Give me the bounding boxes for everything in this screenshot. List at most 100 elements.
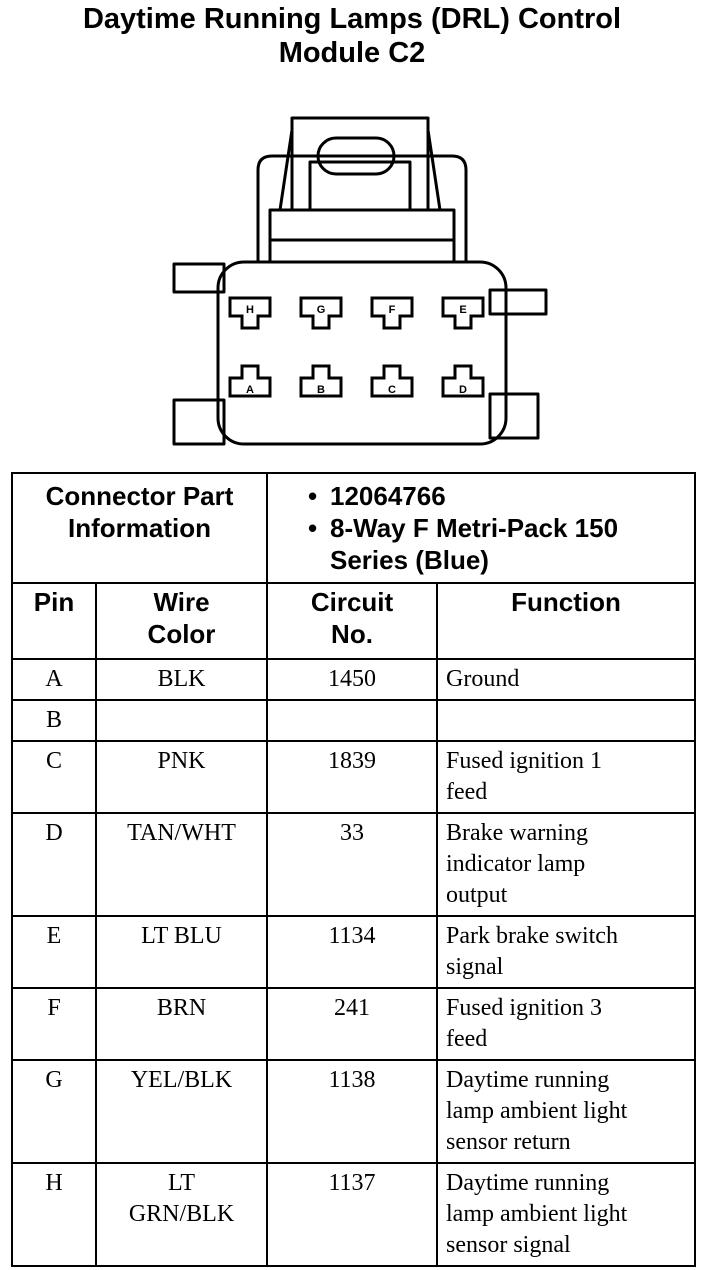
circuit-cell-line: 1138 xyxy=(328,1067,376,1093)
pin-cell-line: F xyxy=(47,995,61,1021)
circuit-cell: 1450 xyxy=(266,658,438,701)
pin-cavity-label: C xyxy=(388,384,396,396)
connector-body xyxy=(216,260,508,446)
pin-cavity-h: H xyxy=(228,296,272,330)
right-upper-rail xyxy=(488,288,548,316)
latch-arm xyxy=(290,116,430,210)
pin-cell: D xyxy=(11,812,97,917)
pin-cavity-label: B xyxy=(317,384,325,396)
table-row: F BRN 241 Fused ignition 3 feed xyxy=(11,987,697,1061)
header-circuit-line2: No. xyxy=(331,619,373,649)
connector-type-line2: Series (Blue) xyxy=(330,545,489,575)
left-lower-rail xyxy=(172,398,226,446)
bullet-icon: • xyxy=(308,481,318,511)
wire-color-cell-line: YEL/BLK xyxy=(130,1067,233,1093)
function-cell: Fused ignition 3 feed xyxy=(435,987,697,1061)
function-cell-line: signal xyxy=(446,954,504,980)
wire-color-cell-line: GRN/BLK xyxy=(128,1201,235,1227)
pin-cavity-f: F xyxy=(370,296,414,330)
pin-cell: F xyxy=(11,987,97,1061)
function-cell-line: Brake warning xyxy=(446,820,588,846)
part-info-label: Connector Part Information xyxy=(11,472,268,584)
circuit-cell-line: 33 xyxy=(340,820,364,846)
pin-cavity-a: A xyxy=(228,364,272,398)
function-cell-line: lamp ambient light xyxy=(446,1201,628,1227)
function-cell-line: Ground xyxy=(446,666,520,692)
circuit-cell: 241 xyxy=(266,987,438,1061)
pin-cavity-c: C xyxy=(370,364,414,398)
function-cell-line: feed xyxy=(446,1026,488,1052)
function-cell-line: Fused ignition 3 xyxy=(446,995,603,1021)
pin-cell-line: G xyxy=(45,1067,63,1093)
connector-type-line1: 8-Way F Metri-Pack 150 xyxy=(330,513,619,543)
pin-cell: H xyxy=(11,1162,97,1267)
bullet-icon: • xyxy=(308,513,318,543)
function-cell-line: output xyxy=(446,882,508,908)
circuit-cell-line: 241 xyxy=(334,995,370,1021)
circuit-cell-line: 1134 xyxy=(328,923,376,949)
table-row: D TAN/WHT 33 Brake warning indicator lamp out… xyxy=(11,812,697,917)
lock-housing xyxy=(256,154,468,262)
circuit-cell xyxy=(266,699,438,742)
header-pin: Pin xyxy=(11,582,97,660)
table-row: E LT BLU 1134 Park brake switch signal xyxy=(11,915,697,989)
function-cell: Brake warning indicator lamp output xyxy=(435,812,697,917)
circuit-cell: 1137 xyxy=(266,1162,438,1267)
pin-cell: G xyxy=(11,1059,97,1164)
info-row: Connector Part Information • 12064766 • … xyxy=(11,472,697,584)
wire-color-cell: YEL/BLK xyxy=(95,1059,268,1164)
header-wire-line1: Wire xyxy=(153,587,210,617)
pin-cavity-g: G xyxy=(299,296,343,330)
part-number-item: • 12064766 xyxy=(308,480,690,512)
latch-inner xyxy=(308,160,412,210)
pin-cell-line: C xyxy=(45,748,62,774)
function-cell: Fused ignition 1 feed xyxy=(435,740,697,814)
circuit-cell: 33 xyxy=(266,812,438,917)
pin-cell: E xyxy=(11,915,97,989)
wire-color-cell xyxy=(95,699,268,742)
header-circuit-line1: Circuit xyxy=(310,587,394,617)
pin-cell-line: D xyxy=(45,820,63,846)
wire-color-cell: PNK xyxy=(95,740,268,814)
function-cell-line: lamp ambient light xyxy=(446,1098,628,1124)
function-cell-line: Daytime running xyxy=(446,1170,610,1196)
pin-cell-line: H xyxy=(45,1170,63,1196)
function-cell-line: indicator lamp xyxy=(446,851,586,877)
wire-color-cell-line: TAN/WHT xyxy=(127,820,236,846)
function-cell: Park brake switch signal xyxy=(435,915,697,989)
wire-color-cell: LT BLU xyxy=(95,915,268,989)
function-cell-line: Park brake switch xyxy=(446,923,618,949)
wire-color-cell-line: LT BLU xyxy=(141,923,222,949)
pin-cavity-d: D xyxy=(441,364,485,398)
table-row: B xyxy=(11,699,697,742)
wire-color-cell-line: BRN xyxy=(156,995,207,1021)
pin-cavity-label: A xyxy=(246,384,254,396)
circuit-cell: 1839 xyxy=(266,740,438,814)
pin-cavity-label: D xyxy=(459,384,467,396)
function-cell-line: sensor signal xyxy=(446,1232,571,1258)
circuit-cell: 1134 xyxy=(266,915,438,989)
header-wire-color: Wire Color xyxy=(95,582,268,660)
circuit-cell: 1138 xyxy=(266,1059,438,1164)
latch-guides xyxy=(278,129,442,211)
diagram-title: Daytime Running Lamps (DRL) Control Modu… xyxy=(0,2,704,70)
column-header-row: Pin Wire Color Circuit No. Function xyxy=(11,582,697,660)
part-info-values: • 12064766 • 8-Way F Metri-Pack 150 Seri… xyxy=(265,472,697,584)
part-number: 12064766 xyxy=(330,481,446,511)
left-upper-rail xyxy=(172,262,226,294)
function-cell: Daytime running lamp ambient light sensor … xyxy=(435,1162,697,1267)
pin-cavity-label: F xyxy=(389,304,396,316)
right-lower-rail xyxy=(488,392,540,440)
pin-cavity-label: H xyxy=(246,304,254,316)
connector-type-item: • 8-Way F Metri-Pack 150 Series (Blue) xyxy=(308,512,690,576)
function-cell-line: Fused ignition 1 xyxy=(446,748,603,774)
pin-cell-line: B xyxy=(45,707,62,733)
title-line-1: Daytime Running Lamps (DRL) Control xyxy=(82,3,622,35)
function-cell-line: feed xyxy=(446,779,488,805)
circuit-cell-line: 1839 xyxy=(328,748,376,774)
header-wire-line2: Color xyxy=(147,619,216,649)
pin-cell: B xyxy=(11,699,97,742)
